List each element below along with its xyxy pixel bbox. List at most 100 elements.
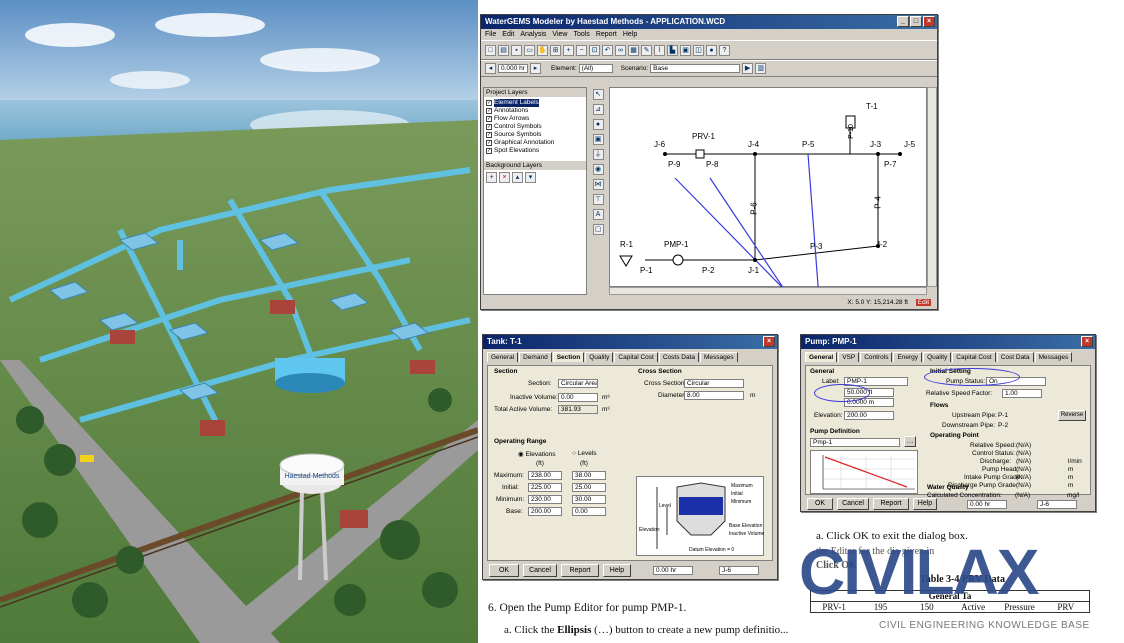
tab-vsp[interactable]: VSP [838,352,860,362]
initial-level-field[interactable]: 25.00 [572,483,606,492]
open-folder-icon[interactable]: ▤ [498,44,509,56]
graph-icon[interactable]: ⌇ [654,44,665,56]
report-button[interactable]: Report [561,564,599,577]
results-icon[interactable]: ▥ [755,63,767,74]
globe-icon[interactable]: ● [706,44,717,56]
section-select[interactable]: Circular Area [558,379,598,388]
layer-item[interactable]: ✓Flow Arrows [486,115,530,122]
junction-tool-icon[interactable]: ● [592,119,604,130]
tab-demand[interactable]: Demand [519,352,552,362]
close-icon[interactable]: × [923,16,935,27]
border-tool-icon[interactable]: ▢ [592,224,604,235]
tab-general[interactable]: General [805,352,838,362]
tab-energy[interactable]: Energy [893,352,923,362]
pan-icon[interactable]: ✋ [537,44,548,56]
new-file-icon[interactable]: □ [485,44,496,56]
zoom-out-icon[interactable]: − [576,44,587,56]
layer-down-icon[interactable]: ▾ [525,172,536,183]
time-field[interactable]: 0.000 hr [498,64,528,73]
time-field[interactable]: 0.00 hr [967,500,1007,509]
remove-layer-icon[interactable]: × [499,172,510,183]
tab-controls[interactable]: Controls [860,352,893,362]
elevation-field[interactable]: 200.00 [844,411,894,420]
tab-capital-cost[interactable]: Capital Cost [614,352,658,362]
element-select[interactable]: (All) [578,64,613,73]
zoom-extents-icon[interactable]: ⊡ [589,44,600,56]
minimize-icon[interactable]: _ [897,16,909,27]
main-window-titlebar[interactable]: WaterGEMS Modeler by Haestad Methods - A… [481,15,937,29]
relative-speed-field[interactable]: 1.00 [1002,389,1042,398]
close-icon[interactable]: × [1081,336,1093,347]
tab-quality[interactable]: Quality [585,352,614,362]
ellipsis-button[interactable]: … [904,436,916,447]
pipe-tool-icon[interactable]: ⊿ [592,104,604,115]
cancel-button[interactable]: Cancel [837,498,869,510]
tank-tool-icon[interactable]: ▣ [592,134,604,145]
zoom-in-icon[interactable]: + [563,44,574,56]
base-elevation-field[interactable]: 200.00 [528,507,562,516]
time-field[interactable]: 0.00 hr [653,566,693,575]
tab-section[interactable]: Section [552,352,585,362]
tab-cost-data[interactable]: Cost Data [996,352,1034,362]
reservoir-tool-icon[interactable]: ⏚ [592,149,604,160]
help-button[interactable]: Help [603,564,631,577]
save-icon[interactable]: ▪ [511,44,522,56]
pump-tool-icon[interactable]: ◉ [592,164,604,175]
layer-item[interactable]: ✓Control Symbols [486,123,542,130]
element-nav-field[interactable]: J-6 [1037,500,1077,509]
report-button[interactable]: Report [873,498,909,510]
zoom-window-icon[interactable]: ⊞ [550,44,561,56]
minimum-elevation-field[interactable]: 230.00 [528,495,562,504]
pump-dialog-titlebar[interactable]: Pump: PMP-1 × [801,335,1095,349]
table-icon[interactable]: ▦ [628,44,639,56]
menu-tools[interactable]: Tools [573,31,590,38]
tab-general[interactable]: General [487,352,519,362]
layer-item[interactable]: ✓Source Symbols [486,131,542,138]
vertical-scrollbar[interactable] [927,87,937,287]
help-icon[interactable]: ? [719,44,730,56]
print-icon[interactable]: ▭ [524,44,535,56]
layer-item[interactable]: ✓Element Labels [486,99,539,107]
close-icon[interactable]: × [763,336,775,347]
scenario-icon[interactable]: ◫ [693,44,704,56]
cancel-button[interactable]: Cancel [523,564,557,577]
maximize-icon[interactable]: □ [910,16,922,27]
layer-item[interactable]: ✓Graphical Annotation [486,139,555,146]
pump-definition-select[interactable]: Pmp-1 [810,438,900,447]
inactive-volume-field[interactable]: 0.00 [558,393,598,402]
select-arrow-icon[interactable]: ↖ [592,89,604,100]
valve-tool-icon[interactable]: ⋈ [592,179,604,190]
layer-item[interactable]: ✓Annotations [486,107,529,114]
tab-costs-data[interactable]: Costs Data [658,352,699,362]
step-back-icon[interactable]: ◂ [485,63,496,74]
tab-messages[interactable]: Messages [1034,352,1073,362]
pencil-icon[interactable]: ✎ [641,44,652,56]
menu-edit[interactable]: Edit [502,31,515,38]
ok-button[interactable]: OK [807,498,833,510]
scenario-select[interactable]: Base [650,64,741,73]
glasses-icon[interactable]: ∞ [615,44,626,56]
zoom-previous-icon[interactable]: ↶ [602,44,613,56]
menu-report[interactable]: Report [595,31,617,38]
reverse-button[interactable]: Reverse [1058,410,1086,421]
add-layer-icon[interactable]: + [486,172,497,183]
ok-button[interactable]: OK [489,564,519,577]
menu-file[interactable]: File [485,31,497,38]
field-two[interactable]: 0.0000 m [844,398,894,407]
base-level-field[interactable]: 0.00 [572,507,606,516]
tab-quality[interactable]: Quality [923,352,952,362]
step-forward-icon[interactable]: ▸ [530,63,541,74]
elevations-radio[interactable]: ◉ Elevations [518,451,556,458]
tab-messages[interactable]: Messages [699,352,738,362]
text-tool-icon[interactable]: A [592,209,604,220]
initial-elevation-field[interactable]: 225.00 [528,483,562,492]
menu-analysis[interactable]: Analysis [520,31,547,38]
minimum-level-field[interactable]: 30.00 [572,495,606,504]
help-button[interactable]: Help [913,498,937,510]
hydrant-tool-icon[interactable]: ⊤ [592,194,604,205]
diameter-field[interactable]: 8.00 [684,391,744,400]
levels-radio[interactable]: ○ Levels [572,450,597,457]
cross-section-select[interactable]: Circular [684,379,744,388]
maximum-level-field[interactable]: 38.00 [572,471,606,480]
layer-up-icon[interactable]: ▴ [512,172,523,183]
